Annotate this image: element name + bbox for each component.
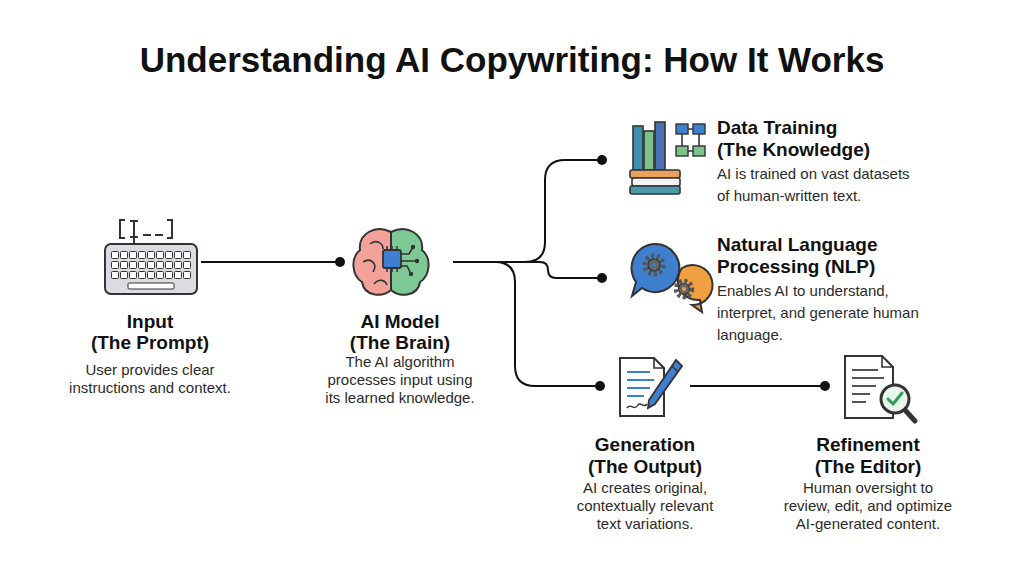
step-heading: AI Model (The Brain) (345, 311, 455, 353)
step-description: User provides clear instructions and con… (58, 361, 243, 397)
connector-dot (595, 381, 605, 391)
step-description: The AI algorithm processes input using i… (323, 353, 478, 407)
flow-connector (201, 257, 345, 267)
step-description: AI creates original, contextually releva… (570, 479, 720, 533)
flow-connector (690, 381, 830, 391)
connector-dot (597, 155, 607, 165)
flow-connector (453, 155, 607, 262)
step-heading: Input (The Prompt) (85, 311, 215, 353)
step-heading: Generation (The Output) (582, 434, 708, 478)
step-description: Human oversight to review, edit, and opt… (780, 479, 956, 533)
icon-step-node: Data Training (The Knowledge)AI is train… (628, 118, 706, 196)
step-heading: Natural Language Processing (NLP) (717, 234, 897, 278)
document-pen-icon (620, 358, 682, 416)
icon-step-node: Natural Language Processing (NLP)Enables… (628, 238, 704, 314)
connector-dot (597, 273, 607, 283)
icon-step-node: Refinement (The Editor)Human oversight t… (840, 352, 918, 426)
step-heading: Data Training (The Knowledge) (717, 117, 882, 161)
connector-dot (820, 381, 830, 391)
icon-step-node: AI Model (The Brain)The AI algorithm pro… (355, 226, 427, 298)
review-magnifier-icon (845, 356, 915, 421)
connector-line (201, 261, 340, 263)
connector-line (453, 262, 600, 386)
connector-line (453, 160, 602, 262)
step-description: AI is trained on vast datasets of human-… (717, 163, 917, 207)
icon-step-node: Generation (The Output)AI creates origin… (616, 354, 682, 420)
connector-line (690, 385, 825, 387)
diagram-title: Understanding AI Copywriting: How It Wor… (0, 38, 1024, 82)
speech-bubbles-icon (631, 244, 712, 312)
step-heading: Refinement (The Editor) (805, 434, 931, 478)
connector-line (453, 262, 602, 278)
flow-connector (453, 262, 605, 391)
connector-dot (335, 257, 345, 267)
flow-connector (453, 262, 607, 283)
keyboard-icon (105, 220, 197, 294)
brain-icon (353, 229, 428, 294)
books-icon (630, 122, 705, 194)
icon-step-node: Input (The Prompt)User provides clear in… (103, 213, 199, 297)
step-description: Enables AI to understand, interpret, and… (717, 280, 932, 346)
